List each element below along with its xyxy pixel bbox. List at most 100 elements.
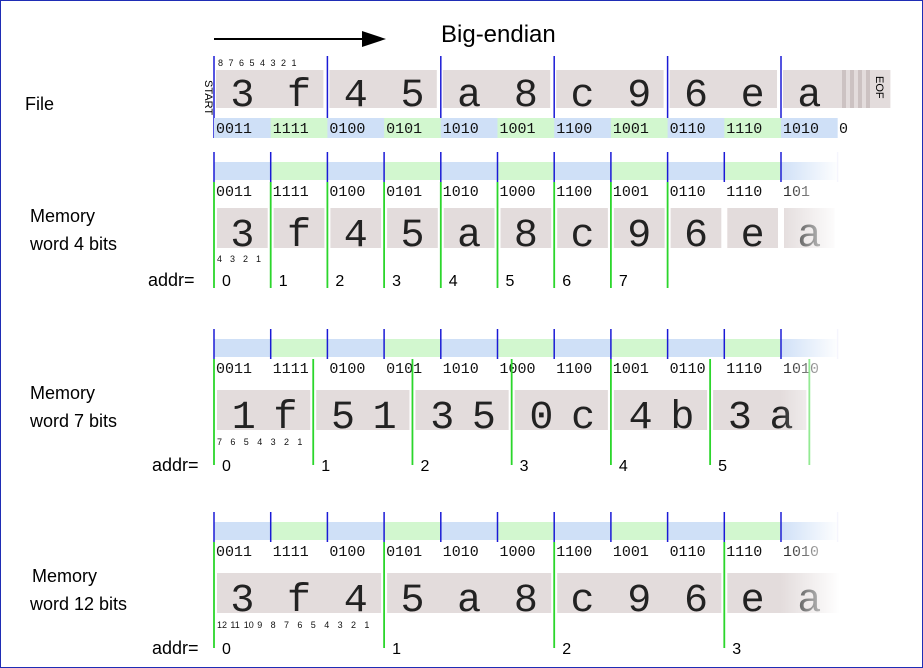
memory-bit-group: 1010 xyxy=(443,361,479,378)
memory-bit-group: 0110 xyxy=(670,184,706,201)
memory-word-value: c xyxy=(571,579,595,624)
memory-bit-group: 1000 xyxy=(500,544,536,561)
memory-address: 6 xyxy=(562,273,571,290)
memory-bit-index-label: 4 xyxy=(257,437,262,447)
memory-address: 1 xyxy=(392,641,401,658)
file-bit-group: 1100 xyxy=(556,121,592,138)
memory-addr-label: addr= xyxy=(148,270,195,290)
memory-word-value: 4 xyxy=(344,214,368,259)
memory-bit-group: 1111 xyxy=(273,184,309,201)
file-bit-band-green xyxy=(724,118,781,138)
memory-label-line: word 7 bits xyxy=(29,411,117,431)
file-hex-digit: 9 xyxy=(627,74,651,119)
memory-address: 7 xyxy=(619,273,628,290)
memory-bit-index-label: 2 xyxy=(284,437,289,447)
memory-bit-index-label: 4 xyxy=(217,254,222,264)
memory-word-value: 3 xyxy=(430,396,454,441)
memory-bit-band xyxy=(214,339,271,357)
memory-word-box xyxy=(500,208,552,248)
memory-bit-index-label: 11 xyxy=(230,620,239,630)
file-bit-group: 0100 xyxy=(329,121,365,138)
memory-address: 1 xyxy=(279,273,288,290)
right-fade-solid xyxy=(840,150,920,630)
memory-address: 0 xyxy=(222,273,231,290)
memory-word-box xyxy=(387,208,438,248)
file-bit-band-green xyxy=(270,118,328,138)
memory-bit-band xyxy=(610,522,668,540)
file-byte-box xyxy=(669,70,777,108)
memory-bit-group: 0110 xyxy=(670,361,706,378)
memory-bit-group: 1000 xyxy=(500,361,536,378)
memory-bit-band xyxy=(497,522,555,540)
memory-word-value: 8 xyxy=(514,579,538,624)
memory-word-value: 3 xyxy=(230,214,254,259)
memory-bit-band xyxy=(724,339,781,357)
memory-word-box xyxy=(387,573,552,613)
memory-bit-group: 1110 xyxy=(726,544,762,561)
memory-word-value: 0 xyxy=(529,396,553,441)
memory-bit-group: 1010 xyxy=(443,184,479,201)
right-fade-overlay xyxy=(780,150,840,630)
memory-word-value: f xyxy=(287,579,311,624)
memory-word-value: 6 xyxy=(684,214,708,259)
memory-bit-index-label: 1 xyxy=(256,254,261,264)
memory-word-value: f xyxy=(287,214,311,259)
diagram-title: Big-endian xyxy=(441,21,556,48)
memory-word-value: 5 xyxy=(400,214,424,259)
memory-word-value: 1 xyxy=(232,396,256,441)
file-hex-digit: e xyxy=(741,74,765,119)
memory-word-value: 9 xyxy=(627,214,651,259)
file-bit-group: 1001 xyxy=(500,121,536,138)
memory-bit-group: 1100 xyxy=(556,184,592,201)
memory-bit-index-label: 3 xyxy=(230,254,235,264)
memory-bit-group: 1001 xyxy=(613,361,649,378)
memory-bit-group: 0101 xyxy=(386,361,422,378)
file-bit-group: 1111 xyxy=(273,121,309,138)
memory-bit-index-label: 1 xyxy=(364,620,369,630)
file-bit-index-label: 6 xyxy=(239,58,244,68)
memory-address: 5 xyxy=(506,273,515,290)
memory-label-line: Memory xyxy=(30,383,95,403)
memory-bit-group: 1111 xyxy=(273,361,309,378)
memory-bit-band xyxy=(384,339,441,357)
memory-word-box xyxy=(217,390,311,430)
memory-word-value: 5 xyxy=(400,579,424,624)
memory-bit-index-label: 3 xyxy=(338,620,343,630)
direction-arrow xyxy=(214,31,386,47)
memory-word-value: a xyxy=(457,579,481,624)
memory-address: 4 xyxy=(619,458,628,475)
memory-label-line: Memory xyxy=(30,206,95,226)
memory-word-value: c xyxy=(571,214,595,259)
memory-bit-band xyxy=(384,162,441,180)
memory-bit-band xyxy=(327,339,385,357)
memory-bit-band xyxy=(327,162,385,180)
file-bit-band-green xyxy=(610,118,668,138)
memory-word-box xyxy=(727,208,778,248)
memory-word-box xyxy=(415,390,509,430)
memory-bit-group: 0011 xyxy=(216,361,252,378)
file-byte-box xyxy=(556,70,664,108)
memory-word-value: f xyxy=(273,396,297,441)
memory-label-line: Memory xyxy=(32,566,97,586)
memory-bit-index-label: 4 xyxy=(324,620,329,630)
memory-bit-band xyxy=(497,339,555,357)
file-bit-index-label: 4 xyxy=(260,58,265,68)
memory-address: 0 xyxy=(222,641,231,658)
memory-bit-group: 0011 xyxy=(216,544,252,561)
memory-word-value: 5 xyxy=(472,396,496,441)
memory-bit-index-label: 2 xyxy=(351,620,356,630)
memory-bit-band xyxy=(327,522,385,540)
memory-bit-group: 1010 xyxy=(443,544,479,561)
memory-word-box xyxy=(217,573,382,613)
file-bit-index-label: 2 xyxy=(281,58,286,68)
memory-bit-band xyxy=(384,522,441,540)
memory-word-value: 8 xyxy=(514,214,538,259)
memory-word-box xyxy=(557,208,608,248)
file-hex-digit: 8 xyxy=(514,74,538,119)
memory-bit-index-label: 5 xyxy=(244,437,249,447)
file-hex-digit: 6 xyxy=(684,74,708,119)
memory-bit-band xyxy=(554,339,611,357)
memory-bit-group: 0101 xyxy=(386,544,422,561)
memory-word-box xyxy=(330,208,382,248)
